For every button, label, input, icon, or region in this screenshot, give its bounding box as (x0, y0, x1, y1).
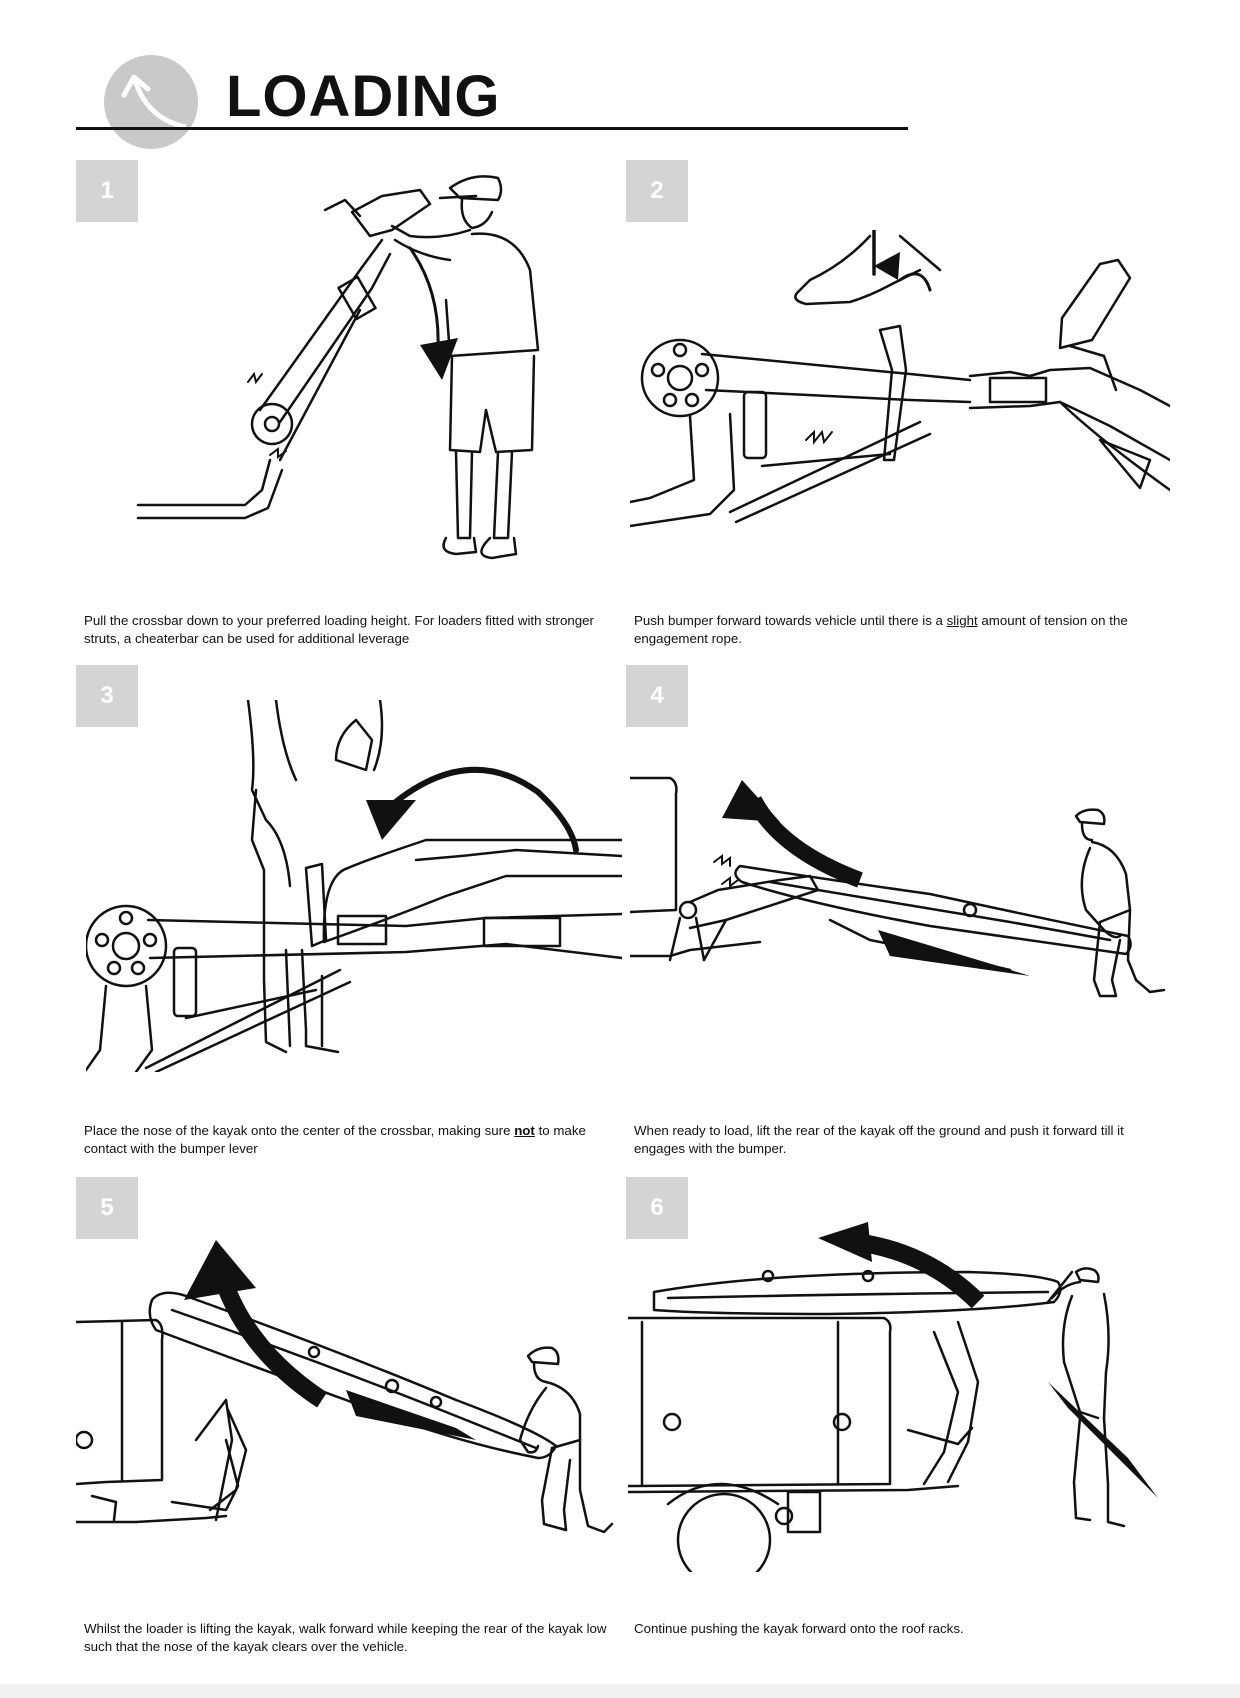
step-6-caption: Continue pushing the kayak forward onto … (634, 1621, 964, 1636)
step-4-badge: 4 (626, 665, 688, 727)
step-2-illustration (630, 230, 1170, 528)
loading-arrow-icon (104, 55, 198, 149)
step-1-caption: Pull the crossbar down to your preferred… (84, 613, 594, 646)
step-1-illustration (136, 175, 540, 560)
step-2-caption: Push bumper forward towards vehicle unti… (634, 612, 1174, 648)
step-4-caption: When ready to load, lift the rear of the… (634, 1123, 1124, 1156)
step-6-illustration (628, 1222, 1158, 1572)
header-divider (76, 127, 908, 130)
step-2-caption-text-end: amount of tension on the engagement rope… (634, 613, 1128, 646)
step-3-caption: Place the nose of the kayak onto the cen… (84, 1122, 624, 1158)
step-2-caption-emphasis: slight (946, 613, 978, 628)
step-3-illustration (86, 700, 622, 1072)
step-2-caption-text: Push bumper forward towards vehicle unti… (634, 613, 947, 628)
page-title: LOADING (226, 64, 501, 129)
step-3-badge: 3 (76, 665, 138, 727)
step-6-badge: 6 (626, 1177, 688, 1239)
step-1-badge: 1 (76, 160, 138, 222)
step-2-badge: 2 (626, 160, 688, 222)
step-4-illustration (630, 776, 1166, 998)
step-5-illustration (76, 1240, 614, 1534)
page-footer-band (0, 1684, 1240, 1698)
step-5-badge: 5 (76, 1177, 138, 1239)
step-3-caption-emphasis: not (514, 1123, 535, 1138)
step-3-caption-text-end: to make contact with the bumper lever (84, 1123, 586, 1156)
step-5-caption: Whilst the loader is lifting the kayak, … (84, 1621, 607, 1654)
step-3-caption-text: Place the nose of the kayak onto the cen… (84, 1123, 515, 1138)
